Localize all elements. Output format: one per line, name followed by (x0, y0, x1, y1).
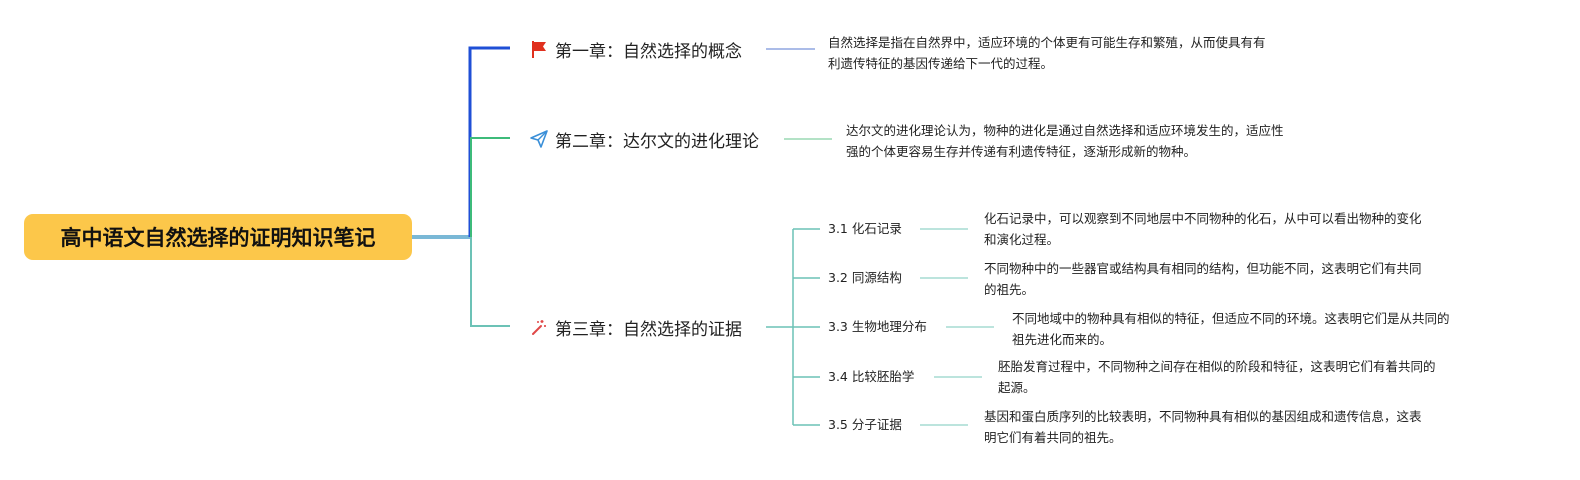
root-title: 高中语文自然选择的证明知识笔记 (60, 226, 376, 250)
subtopic-title: 3.3 生物地理分布 (828, 319, 927, 334)
chapter-1-title: 第一章：自然选择的概念 (555, 41, 742, 62)
note-line: 的祖先。 (984, 282, 1035, 297)
note-line: 自然选择是指在自然界中，适应环境的个体更有可能生存和繁殖，从而使具有有 (828, 35, 1266, 50)
subtopic-3-5[interactable]: 3.5 分子证据 (828, 415, 902, 435)
chapter-1-note: 自然选择是指在自然界中，适应环境的个体更有可能生存和繁殖，从而使具有有 利遗传特… (828, 32, 1328, 74)
note-line: 利遗传特征的基因传递给下一代的过程。 (828, 56, 1054, 71)
chapter-2-node[interactable]: 第二章：达尔文的进化理论 (510, 120, 784, 158)
note-line: 祖先进化而来的。 (1012, 332, 1113, 347)
subtopic-3-3[interactable]: 3.3 生物地理分布 (828, 317, 927, 337)
subtopic-3-2-note: 不同物种中的一些器官或结构具有相同的结构，但功能不同，这表明它们有共同 的祖先。 (984, 258, 1484, 300)
subtopic-3-4-note: 胚胎发育过程中，不同物种之间存在相似的阶段和特征，这表明它们有着共同的 起源。 (998, 356, 1498, 398)
subtopic-3-5-note: 基因和蛋白质序列的比较表明，不同物种具有相似的基因组成和遗传信息，这表 明它们有… (984, 406, 1484, 448)
subtopic-3-1-note: 化石记录中，可以观察到不同地层中不同物种的化石，从中可以看出物种的变化 和演化过… (984, 208, 1484, 250)
subtopic-3-2[interactable]: 3.2 同源结构 (828, 268, 902, 288)
subtopic-3-3-note: 不同地域中的物种具有相似的特征，但适应不同的环境。这表明它们是从共同的 祖先进化… (1012, 308, 1512, 350)
subtopic-title: 3.1 化石记录 (828, 221, 902, 236)
red-flag-icon (528, 38, 550, 60)
chapter-2-title: 第二章：达尔文的进化理论 (555, 131, 759, 152)
branch-link-3 (470, 237, 510, 327)
chapter-1-node[interactable]: 第一章：自然选择的概念 (510, 30, 766, 68)
note-line: 和演化过程。 (984, 232, 1060, 247)
note-line: 基因和蛋白质序列的比较表明，不同物种具有相似的基因组成和遗传信息，这表 (984, 409, 1422, 424)
magic-wand-icon (528, 316, 550, 338)
subtopic-title: 3.2 同源结构 (828, 270, 902, 285)
paper-plane-icon (528, 128, 550, 150)
note-line: 起源。 (998, 380, 1036, 395)
note-line: 胚胎发育过程中，不同物种之间存在相似的阶段和特征，这表明它们有着共同的 (998, 359, 1436, 374)
note-line: 不同地域中的物种具有相似的特征，但适应不同的环境。这表明它们是从共同的 (1012, 311, 1450, 326)
branch-link-1 (468, 46, 510, 237)
subtopic-3-4[interactable]: 3.4 比较胚胎学 (828, 367, 914, 387)
subtopic-3-1[interactable]: 3.1 化石记录 (828, 219, 902, 239)
note-line: 强的个体更容易生存并传递有利遗传特征，逐渐形成新的物种。 (846, 144, 1197, 159)
chapter-3-title: 第三章：自然选择的证据 (555, 319, 742, 340)
chapter-2-note: 达尔文的进化理论认为，物种的进化是通过自然选择和适应环境发生的，适应性 强的个体… (846, 120, 1346, 162)
subtopic-title: 3.4 比较胚胎学 (828, 369, 915, 384)
note-line: 达尔文的进化理论认为，物种的进化是通过自然选择和适应环境发生的，适应性 (846, 123, 1284, 138)
note-line: 不同物种中的一些器官或结构具有相同的结构，但功能不同，这表明它们有共同 (984, 261, 1422, 276)
branch-link-2 (470, 137, 510, 237)
root-topic[interactable]: 高中语文自然选择的证明知识笔记 (24, 214, 412, 260)
note-line: 明它们有着共同的祖先。 (984, 430, 1122, 445)
chapter-3-node[interactable]: 第三章：自然选择的证据 (510, 308, 766, 346)
subtopic-title: 3.5 分子证据 (828, 417, 902, 432)
note-line: 化石记录中，可以观察到不同地层中不同物种的化石，从中可以看出物种的变化 (984, 211, 1422, 226)
